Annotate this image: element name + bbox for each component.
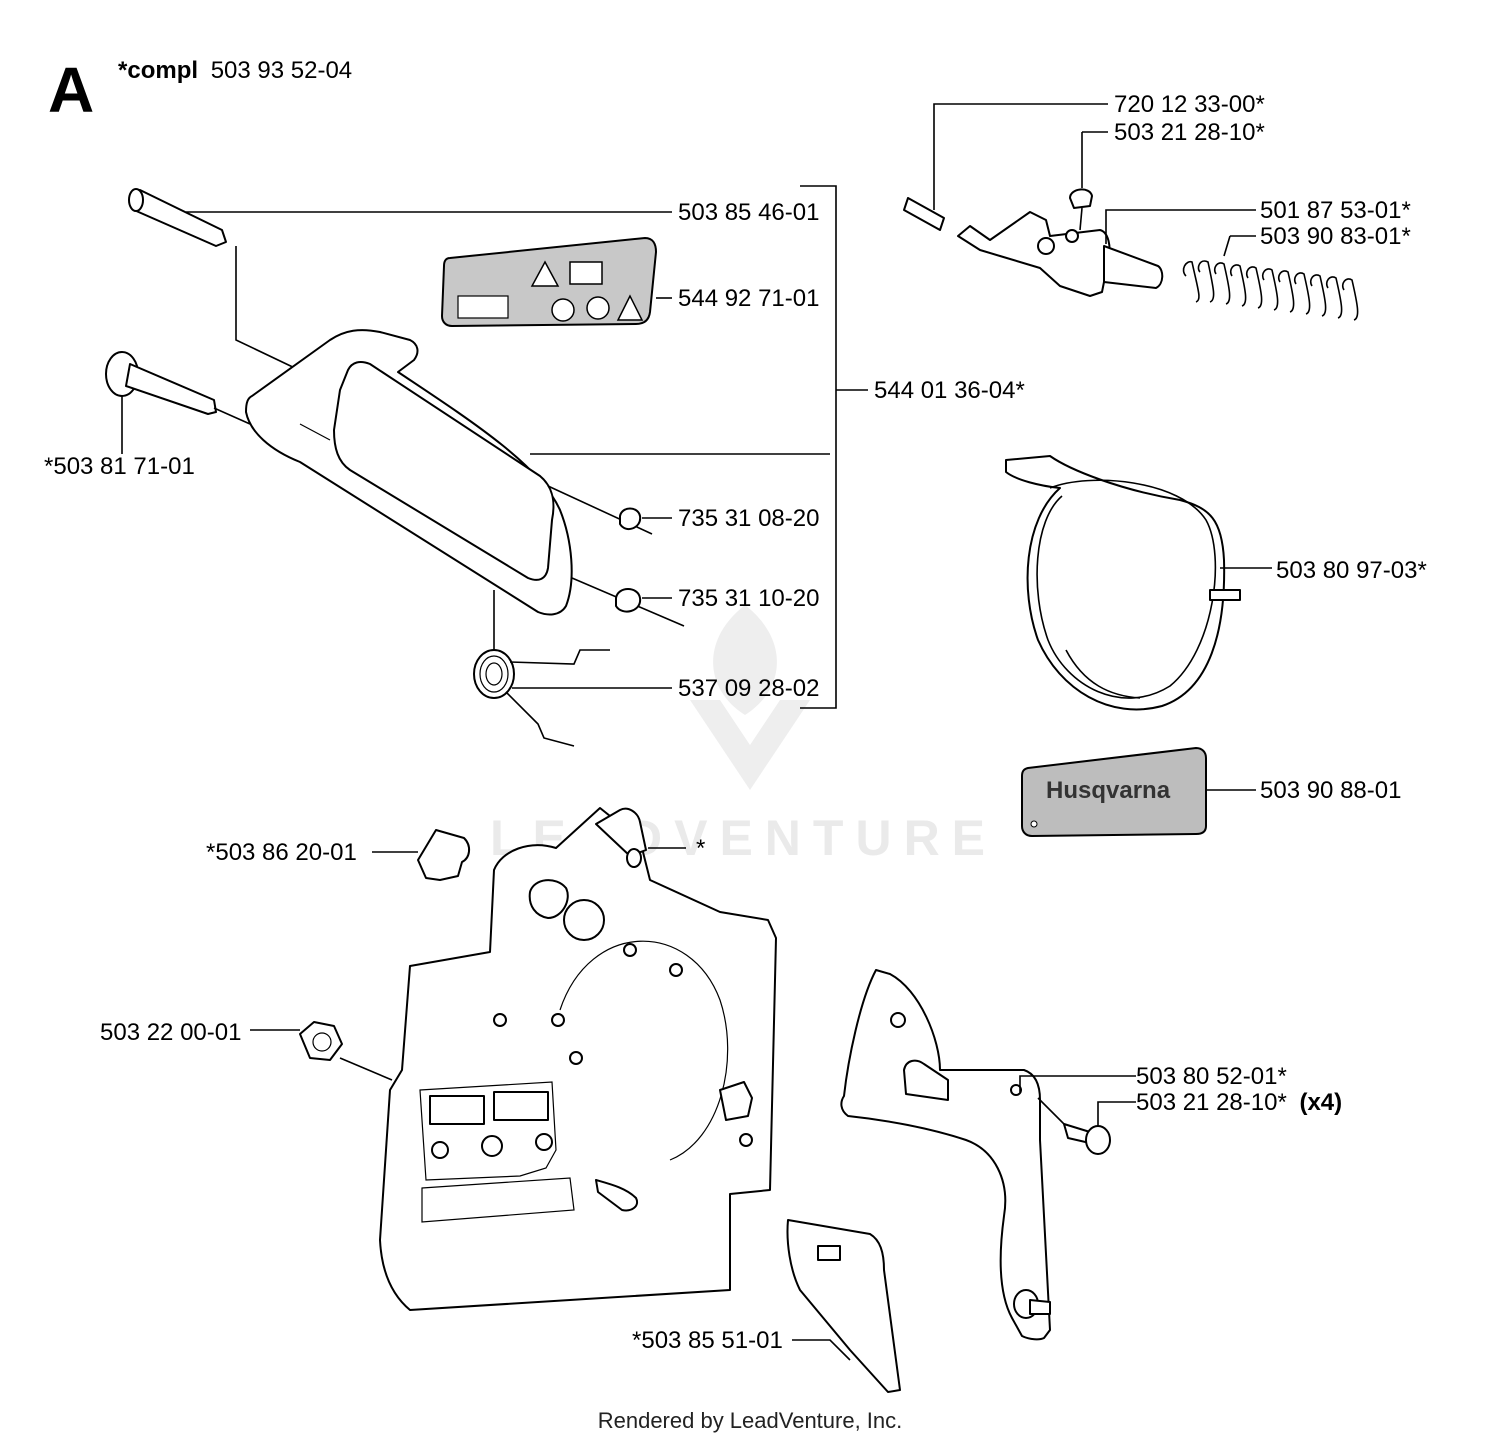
- callout-503-80-97-03: 503 80 97-03*: [1276, 557, 1427, 584]
- pin-503-81-71-01: [105, 351, 251, 454]
- compl-prefix: *compl: [118, 57, 198, 84]
- section-letter: A: [48, 54, 94, 126]
- prohibited-icon: [551, 298, 575, 322]
- callout-735-31-08-20: 735 31 08-20: [678, 505, 819, 532]
- callout-503-21-28-10-top: 503 21 28-10*: [1114, 119, 1265, 146]
- compl-number: 503 93 52-04: [211, 57, 352, 84]
- callout-537-09-28-02: 537 09 28-02: [678, 675, 819, 702]
- callout-503-80-52-01: 503 80 52-01*: [1136, 1063, 1287, 1090]
- callout-503-90-83-01: 503 90 83-01*: [1260, 223, 1411, 250]
- guide-plate-503-80-52-01: [840, 969, 1136, 1341]
- callout-503-90-88-01: 503 90 88-01: [1260, 777, 1401, 804]
- prohibited-icon: [586, 296, 610, 320]
- assembly-number: *compl 503 93 52-04: [118, 57, 352, 84]
- nut-503-22-00-01: [250, 1021, 393, 1081]
- husqvarna-logo: Husqvarna: [1046, 777, 1171, 804]
- husqvarna-decal: Husqvarna: [1021, 746, 1256, 838]
- callout-503-86-20-01: *503 86 20-01: [206, 839, 357, 866]
- group-bracket: [800, 185, 868, 709]
- hazard-triangle-icon: [616, 294, 644, 321]
- cover-plate-503-85-51-01: [786, 1219, 901, 1393]
- callout-503-22-00-01: 503 22 00-01: [100, 1019, 241, 1046]
- circlip-735-31-10-20: [615, 588, 672, 613]
- brake-linkage: [903, 103, 1256, 297]
- spring-503-90-83-01: [1182, 260, 1359, 321]
- ppe-pictogram-icon: [457, 295, 509, 319]
- hand-guard: [245, 329, 830, 662]
- footer-credit: Rendered by LeadVenture, Inc.: [598, 1408, 903, 1433]
- brake-band: [1005, 455, 1272, 711]
- callout-503-85-51-01: *503 85 51-01: [632, 1327, 783, 1354]
- callout-503-21-28-10-bottom: 503 21 28-10* (x4): [1136, 1089, 1342, 1116]
- manual-book-icon: [569, 261, 603, 285]
- callout-asterisk: *: [696, 835, 705, 862]
- warning-triangle-icon: [530, 260, 560, 287]
- circlip-735-31-08-20: [619, 507, 672, 531]
- callout-503-85-46-01: 503 85 46-01: [678, 199, 819, 226]
- clip-503-86-20-01: [372, 829, 470, 881]
- leadventure-watermark: LEADVENTURE: [490, 605, 985, 866]
- callout-labels: 720 12 33-00* 503 21 28-10* 501 87 53-01…: [44, 91, 1427, 1354]
- callout-544-01-36-04: 544 01 36-04*: [874, 377, 1025, 404]
- torsion-spring-537-09-28-02: [473, 649, 672, 747]
- callout-735-31-10-20: 735 31 10-20: [678, 585, 819, 612]
- pin-503-85-46-01: [128, 188, 672, 381]
- callout-720-12-33-00: 720 12 33-00*: [1114, 91, 1265, 118]
- callout-part-number: 503 21 28-10*: [1136, 1089, 1287, 1116]
- screw-503-21-28-10: [1037, 1097, 1136, 1155]
- warning-decal: [440, 236, 672, 328]
- callout-503-81-71-01: *503 81 71-01: [44, 453, 195, 480]
- clutch-cover: [379, 807, 777, 1311]
- callout-544-92-71-01: 544 92 71-01: [678, 285, 819, 312]
- quantity-x4: (x4): [1299, 1089, 1342, 1116]
- callout-501-87-53-01: 501 87 53-01*: [1260, 197, 1411, 224]
